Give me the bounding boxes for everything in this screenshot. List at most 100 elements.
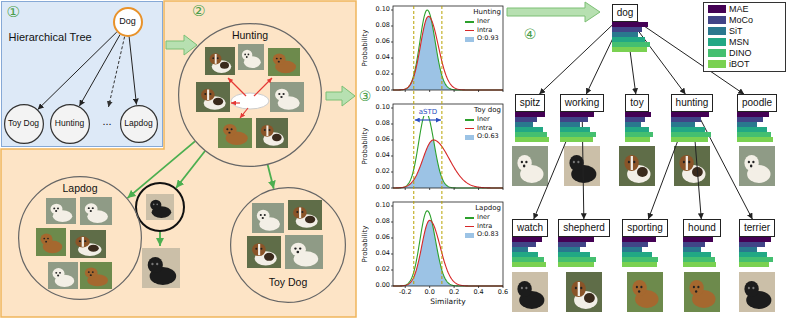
legend-line-sample bbox=[465, 30, 474, 32]
legend-swatch bbox=[708, 5, 726, 13]
connector-arrow bbox=[79, 35, 120, 107]
circle-shape bbox=[50, 104, 89, 143]
plot-frame bbox=[393, 6, 503, 90]
score-bar bbox=[560, 122, 580, 127]
connector-arrow bbox=[268, 165, 274, 189]
legend-label: DINO bbox=[729, 48, 752, 58]
std-marker-line bbox=[413, 6, 414, 286]
score-bar bbox=[512, 247, 528, 252]
legend-swatch bbox=[465, 135, 474, 140]
score-bars bbox=[622, 237, 664, 267]
ellipsis: ... bbox=[102, 115, 111, 128]
legend-entry: SiT bbox=[708, 26, 743, 36]
red-arrow bbox=[231, 102, 240, 103]
legend-label: O:0.83 bbox=[477, 231, 499, 238]
legend-line-sample bbox=[465, 119, 474, 121]
score-bar bbox=[625, 112, 651, 117]
axis-title: Probability bbox=[362, 127, 370, 164]
score-bar bbox=[560, 137, 593, 142]
score-bar bbox=[625, 137, 650, 142]
score-bar bbox=[558, 252, 590, 257]
legend-label: MAE bbox=[729, 4, 749, 14]
legend-entry: MSN bbox=[708, 37, 749, 47]
dog-photo bbox=[218, 118, 252, 148]
score-bar bbox=[737, 127, 767, 132]
dog-photo bbox=[196, 82, 230, 112]
legend-entry: O:0.63 bbox=[465, 133, 499, 140]
score-bar bbox=[515, 137, 549, 142]
axis-title: Similarity bbox=[430, 298, 465, 307]
legend-swatch bbox=[708, 16, 726, 24]
node-label: poodle bbox=[742, 97, 772, 109]
node-label: dog bbox=[617, 7, 634, 19]
score-bar bbox=[737, 122, 757, 127]
legend-label: Iner bbox=[477, 18, 490, 25]
chart-title: Toy dog bbox=[474, 106, 501, 114]
taxonomy-node: hunting bbox=[671, 94, 714, 112]
score-bar bbox=[558, 262, 594, 267]
score-bars bbox=[612, 22, 654, 52]
tick-label: 0.08 bbox=[376, 120, 390, 127]
score-bars bbox=[683, 237, 725, 267]
score-bar bbox=[671, 112, 709, 117]
dog-photo bbox=[288, 200, 322, 230]
circle-shape bbox=[114, 8, 142, 36]
legend-swatch bbox=[708, 60, 726, 68]
tick-label: 0.10 bbox=[376, 104, 390, 111]
tick-label: 0.02 bbox=[376, 70, 390, 77]
tree-panel: ①Hierarchical TreeDogToy DogHuntingLapdo… bbox=[1, 1, 163, 147]
score-bar bbox=[683, 247, 701, 252]
taxonomy-node: poodle bbox=[737, 94, 777, 112]
circle-shape bbox=[4, 104, 43, 143]
score-bar bbox=[671, 122, 695, 127]
score-bar bbox=[683, 252, 711, 257]
score-bar bbox=[737, 137, 773, 142]
dog-photo bbox=[36, 228, 66, 256]
tick-label: 0.08 bbox=[376, 22, 390, 29]
node-label: Toy Dog bbox=[269, 276, 308, 288]
legend-label: iBOT bbox=[729, 59, 750, 69]
dog-photo bbox=[739, 272, 775, 312]
node-label: Hunting bbox=[232, 29, 268, 41]
circle-shape bbox=[19, 177, 142, 300]
score-bar bbox=[612, 32, 638, 37]
dog-photo bbox=[256, 118, 288, 148]
score-bar bbox=[625, 117, 645, 122]
category-circle: Toy Dog bbox=[4, 104, 44, 144]
score-bar bbox=[558, 237, 594, 242]
red-arrow bbox=[228, 78, 246, 96]
score-bar bbox=[683, 242, 705, 247]
node-label: Lapdog bbox=[62, 182, 97, 194]
legend-entry: O:0.93 bbox=[465, 35, 499, 42]
score-bar bbox=[612, 37, 645, 42]
panel-outline-path bbox=[1, 1, 356, 317]
legend-label: Intra bbox=[477, 223, 492, 230]
legend-line-sample bbox=[465, 226, 474, 228]
dog-photo bbox=[80, 262, 112, 289]
score-bar bbox=[512, 242, 536, 247]
dog-photo bbox=[512, 146, 548, 186]
score-bar bbox=[625, 132, 653, 137]
connector-arrow bbox=[539, 22, 616, 95]
plot-area bbox=[393, 202, 503, 286]
legend-entry: Intra bbox=[465, 125, 492, 132]
node-label: working bbox=[565, 97, 599, 109]
legend-swatch bbox=[708, 49, 726, 57]
score-bars bbox=[512, 237, 554, 267]
connector-arrow bbox=[127, 141, 194, 198]
dog-photo bbox=[252, 203, 284, 233]
score-bars bbox=[739, 237, 781, 267]
node-label: hound bbox=[688, 222, 716, 234]
score-bar bbox=[612, 27, 642, 32]
score-bar bbox=[612, 42, 650, 47]
tick-label: 0.10 bbox=[376, 6, 390, 13]
dog-photo bbox=[512, 272, 548, 312]
overlap-area bbox=[393, 16, 503, 90]
legend-line-sample bbox=[465, 128, 474, 130]
taxonomy-node: watch bbox=[512, 219, 548, 237]
anchor-bowl bbox=[231, 93, 269, 109]
dog-photo bbox=[146, 194, 174, 220]
legend-swatch bbox=[708, 38, 726, 46]
sample-panel: ②HuntingLapdogToy Dog bbox=[0, 0, 357, 318]
highlight-circle bbox=[136, 183, 184, 231]
